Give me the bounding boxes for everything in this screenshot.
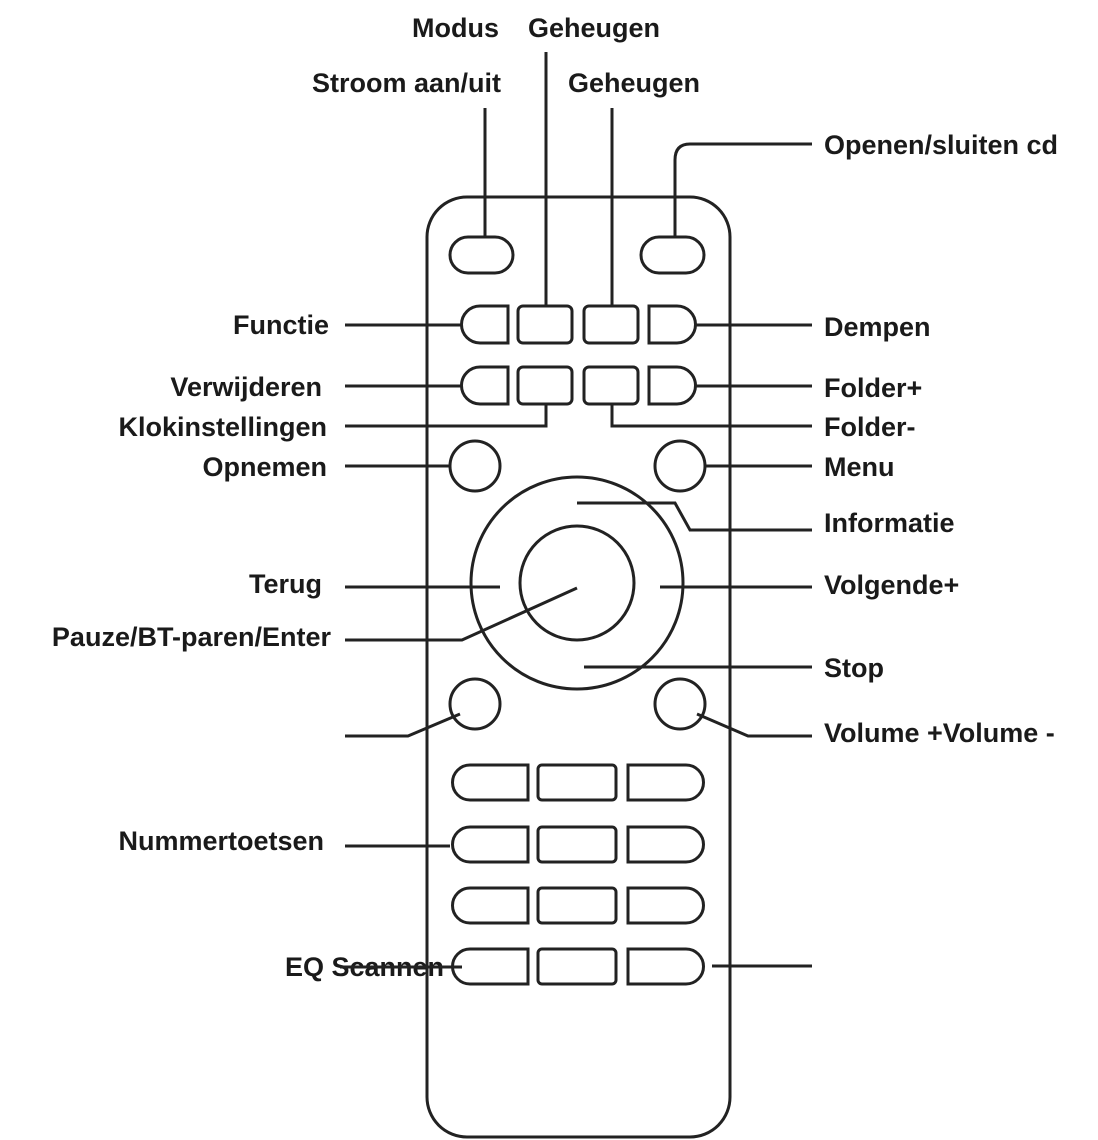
label-memory: Geheugen (568, 68, 700, 98)
power-button[interactable] (448, 235, 515, 275)
label-memory-top: Geheugen (528, 13, 660, 43)
label-back: Terug (249, 569, 322, 599)
menu-button[interactable] (653, 439, 707, 493)
number-key[interactable] (536, 886, 618, 925)
label-info: Informatie (824, 508, 955, 538)
label-menu: Menu (824, 452, 895, 482)
eq-button[interactable] (451, 947, 530, 986)
folder-plus-button[interactable] (647, 365, 697, 406)
label-power: Stroom aan/uit (312, 68, 501, 98)
label-record: Opnemen (202, 452, 327, 482)
number-key[interactable] (626, 825, 705, 864)
label-mode: Modus (412, 13, 499, 43)
number-key[interactable] (451, 763, 530, 802)
function-button[interactable] (460, 304, 510, 345)
leader-volume-up (696, 712, 812, 738)
label-volume: Volume +Volume - (824, 718, 1055, 748)
memory-button[interactable] (582, 304, 640, 345)
leader-lines (345, 52, 812, 968)
label-open-close-cd: Openen/sluiten cd (824, 130, 1058, 160)
volume-down-button[interactable] (448, 677, 502, 731)
mute-button[interactable] (647, 304, 697, 345)
label-function: Functie (233, 310, 329, 340)
leader-open-close-cd (673, 142, 812, 237)
folder-minus-button[interactable] (582, 365, 640, 406)
number-key[interactable] (536, 947, 618, 986)
number-key[interactable] (451, 886, 530, 925)
volume-up-button[interactable] (653, 677, 707, 731)
number-key[interactable] (626, 886, 705, 925)
label-number-keys: Nummertoetsen (118, 826, 324, 856)
mode-button[interactable] (516, 304, 574, 345)
delete-button[interactable] (460, 365, 510, 406)
clock-settings-button[interactable] (516, 365, 574, 406)
label-delete: Verwijderen (170, 372, 322, 402)
number-key[interactable] (536, 763, 618, 802)
leader-folder-minus (610, 404, 812, 428)
label-mute: Dempen (824, 312, 931, 342)
label-pause-enter: Pauze/BT-paren/Enter (52, 622, 332, 652)
leader-clock-settings (345, 404, 548, 428)
number-key[interactable] (451, 825, 530, 864)
number-keys (451, 763, 705, 986)
label-next: Volgende+ (824, 570, 959, 600)
label-folder-minus: Folder- (824, 412, 916, 442)
leader-info (577, 501, 812, 532)
open-close-cd-button[interactable] (639, 235, 706, 275)
enter-button[interactable] (518, 524, 636, 642)
leader-volume-down (345, 712, 461, 738)
label-folder-plus: Folder+ (824, 373, 922, 403)
label-stop: Stop (824, 653, 884, 683)
number-key[interactable] (536, 825, 618, 864)
record-button[interactable] (448, 439, 502, 493)
label-clock-settings: Klokinstellingen (118, 412, 327, 442)
scan-button[interactable] (626, 947, 705, 986)
leader-pause-enter (345, 586, 578, 642)
number-key[interactable] (626, 763, 705, 802)
